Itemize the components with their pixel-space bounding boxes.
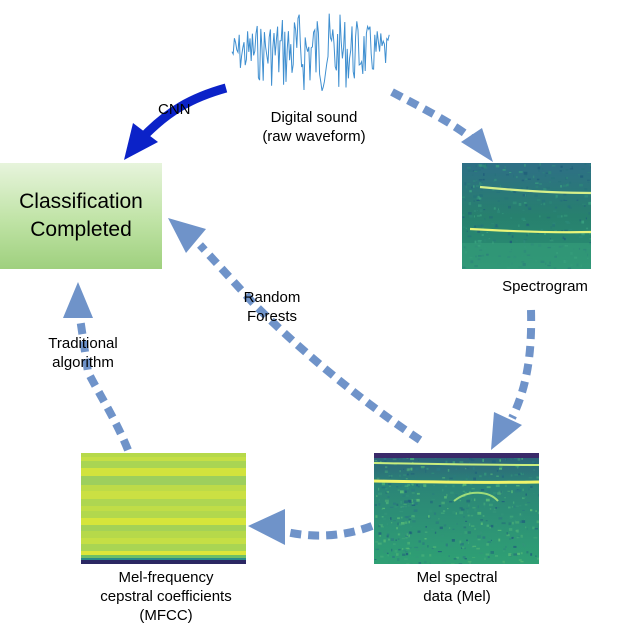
arrow-raw-to-spectrogram: [390, 88, 493, 162]
mfcc-label-line1: Mel-frequency: [118, 569, 214, 586]
mfcc-image: [81, 453, 246, 564]
raw-waveform-label: Digital sound (raw waveform): [240, 108, 388, 146]
mel-spectral-image: [374, 453, 539, 564]
classification-completed-box: Classification Completed: [0, 163, 162, 269]
random-forests-label: Random Forests: [222, 288, 322, 326]
arrow-mel-to-classification: [168, 218, 423, 444]
classification-line2: Completed: [30, 218, 132, 241]
cnn-label: CNN: [158, 101, 191, 118]
mel-label-line1: Mel spectral: [416, 569, 498, 586]
traditional-line1: Traditional: [48, 335, 118, 352]
mel-label: Mel spectral data (Mel): [392, 568, 522, 606]
raw-waveform-plot: [231, 13, 390, 91]
waveform-trace: [231, 13, 390, 91]
raw-label-line1: Digital sound: [270, 109, 358, 126]
spectrogram-image: [462, 163, 591, 269]
arrow-mel-to-mfcc: [248, 509, 374, 545]
mel-label-line2: data (Mel): [423, 588, 491, 605]
arrow-spectrogram-to-mel: [491, 309, 536, 450]
random-forests-line1: Random: [243, 289, 301, 306]
traditional-algorithm-label: Traditional algorithm: [28, 334, 138, 372]
spectrogram-label: Spectrogram: [502, 278, 588, 295]
arrow-mfcc-to-classification: [63, 282, 132, 452]
mfcc-label-line3: (MFCC): [139, 607, 193, 624]
raw-label-line2: (raw waveform): [262, 128, 366, 145]
traditional-line2: algorithm: [52, 354, 114, 371]
classification-line1: Classification: [19, 190, 143, 213]
mfcc-label-line2: cepstral coefficients: [100, 588, 232, 605]
arrow-cnn: [124, 83, 228, 160]
random-forests-line2: Forests: [246, 308, 297, 325]
mfcc-label: Mel-frequency cepstral coefficients (MFC…: [76, 568, 256, 625]
